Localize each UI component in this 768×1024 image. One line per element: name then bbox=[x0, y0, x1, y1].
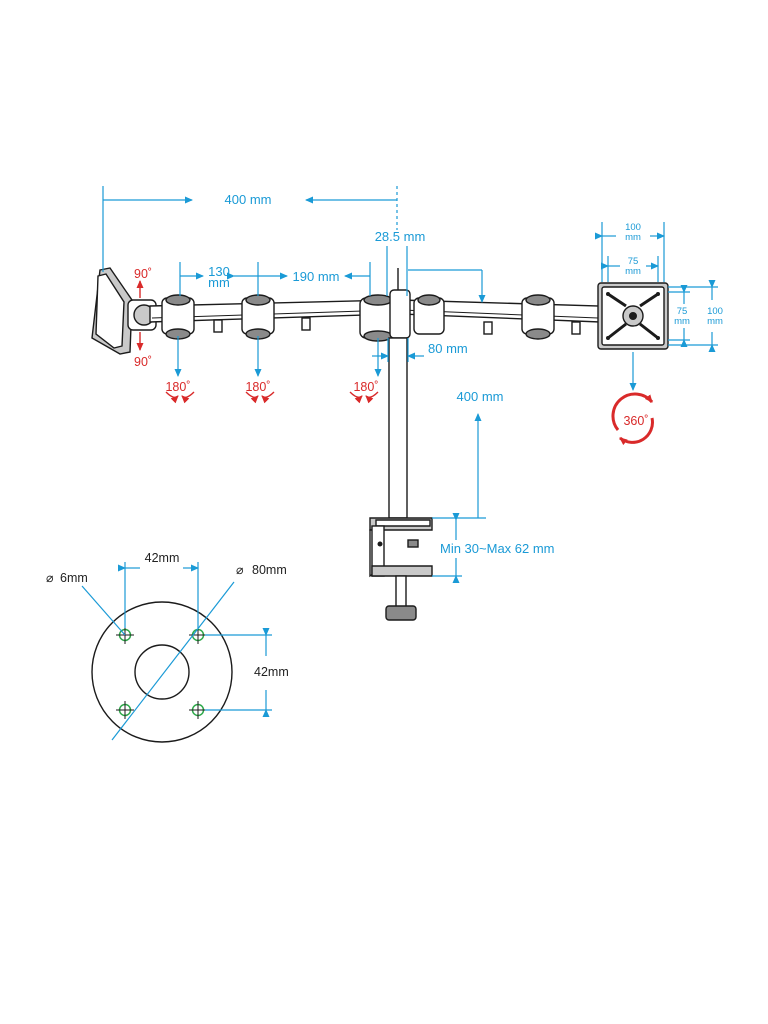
hole-spacing-h-label: 42mm bbox=[145, 551, 180, 565]
right-vesa-plate bbox=[597, 282, 669, 350]
tilt-up-label: 90˚ bbox=[134, 267, 152, 281]
mount-hole bbox=[116, 701, 134, 719]
center-hub bbox=[359, 289, 411, 342]
diameter-icon: ⌀ bbox=[46, 571, 54, 585]
dimension-lines bbox=[102, 186, 718, 583]
arm-seg-1-unit: mm bbox=[208, 275, 230, 290]
height-label: 400 mm bbox=[457, 389, 504, 404]
arm-seg-1-label: 130 bbox=[208, 264, 230, 279]
hole-diameter-label: 6mm bbox=[60, 571, 88, 585]
pole-offset-label: 80 mm bbox=[428, 341, 468, 356]
rotate-360-label: 360˚ bbox=[623, 414, 648, 428]
arm-seg-2-label: 190 mm bbox=[293, 269, 340, 284]
hole-spacing-v-label: 42mm bbox=[254, 665, 289, 679]
vesa-outer-v-value: 100 bbox=[707, 306, 723, 317]
clamp-range-label: Min 30~Max 62 mm bbox=[440, 541, 555, 556]
right-arm-joint-1 bbox=[413, 294, 445, 335]
swivel-label-3: 180˚ bbox=[353, 380, 378, 394]
right-arm-joint-2 bbox=[521, 294, 555, 340]
left-arm-joint-2 bbox=[241, 294, 275, 340]
vesa-outer-v-unit: mm bbox=[707, 316, 723, 327]
vesa-inner-v-unit: mm bbox=[674, 316, 690, 327]
center-hole bbox=[134, 644, 190, 700]
rotation-marks bbox=[136, 280, 654, 446]
width-label: 400 mm bbox=[225, 192, 272, 207]
desk-clamp bbox=[369, 517, 433, 621]
mount-hole bbox=[189, 701, 207, 719]
vesa-inner-v-value: 75 bbox=[677, 306, 688, 317]
pole-diameter-label: 28.5 mm bbox=[375, 229, 426, 244]
pole bbox=[388, 337, 408, 519]
swivel-label-2: 180˚ bbox=[245, 380, 270, 394]
swivel-label-1: 180˚ bbox=[165, 380, 190, 394]
diameter-icon: ⌀ bbox=[236, 563, 244, 577]
vesa-inner-h-unit: mm bbox=[625, 266, 641, 277]
plate-diameter-label: 80mm bbox=[252, 563, 287, 577]
vesa-inner-h-value: 75 bbox=[628, 256, 639, 267]
vesa-outer-h-value: 100 bbox=[625, 222, 641, 233]
mount-drawing bbox=[91, 267, 669, 621]
base-plate-detail bbox=[81, 562, 272, 743]
left-arm-joint-1 bbox=[161, 294, 195, 340]
vesa-outer-h-unit: mm bbox=[625, 232, 641, 243]
tilt-down-label: 90˚ bbox=[134, 355, 152, 369]
